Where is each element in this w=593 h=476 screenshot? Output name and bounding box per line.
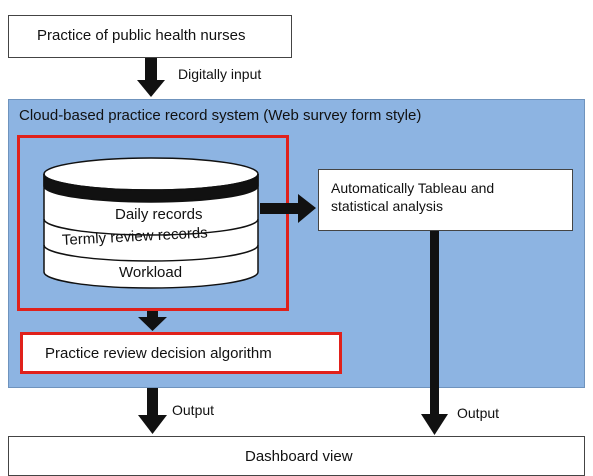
output-label-left: Output bbox=[172, 402, 215, 418]
arrow-output-right bbox=[421, 231, 448, 435]
analysis-box: Automatically Tableau and statistical an… bbox=[318, 169, 573, 231]
output-label-right: Output bbox=[457, 405, 500, 421]
algorithm-box: Practice review decision algorithm bbox=[20, 332, 342, 374]
database-cylinder bbox=[43, 157, 259, 289]
dashboard-box: Dashboard view bbox=[8, 436, 585, 476]
digitally-input-label: Digitally input bbox=[178, 66, 262, 82]
practice-label: Practice of public health nurses bbox=[37, 27, 246, 44]
algorithm-label: Practice review decision algorithm bbox=[45, 345, 272, 362]
database-layer-workload: Workload bbox=[119, 264, 183, 281]
analysis-label: Automatically Tableau and statistical an… bbox=[331, 180, 495, 214]
cloud-system-title: Cloud-based practice record system (Web … bbox=[19, 107, 422, 124]
dashboard-label: Dashboard view bbox=[245, 448, 353, 465]
arrow-to-analysis bbox=[260, 194, 316, 223]
arrow-digitally-input bbox=[137, 58, 165, 97]
database-highlight bbox=[17, 135, 289, 311]
practice-box: Practice of public health nurses bbox=[8, 15, 292, 58]
arrow-to-algorithm bbox=[138, 311, 167, 331]
database-layer-daily: Daily records bbox=[115, 206, 203, 223]
arrow-output-left bbox=[138, 388, 167, 434]
